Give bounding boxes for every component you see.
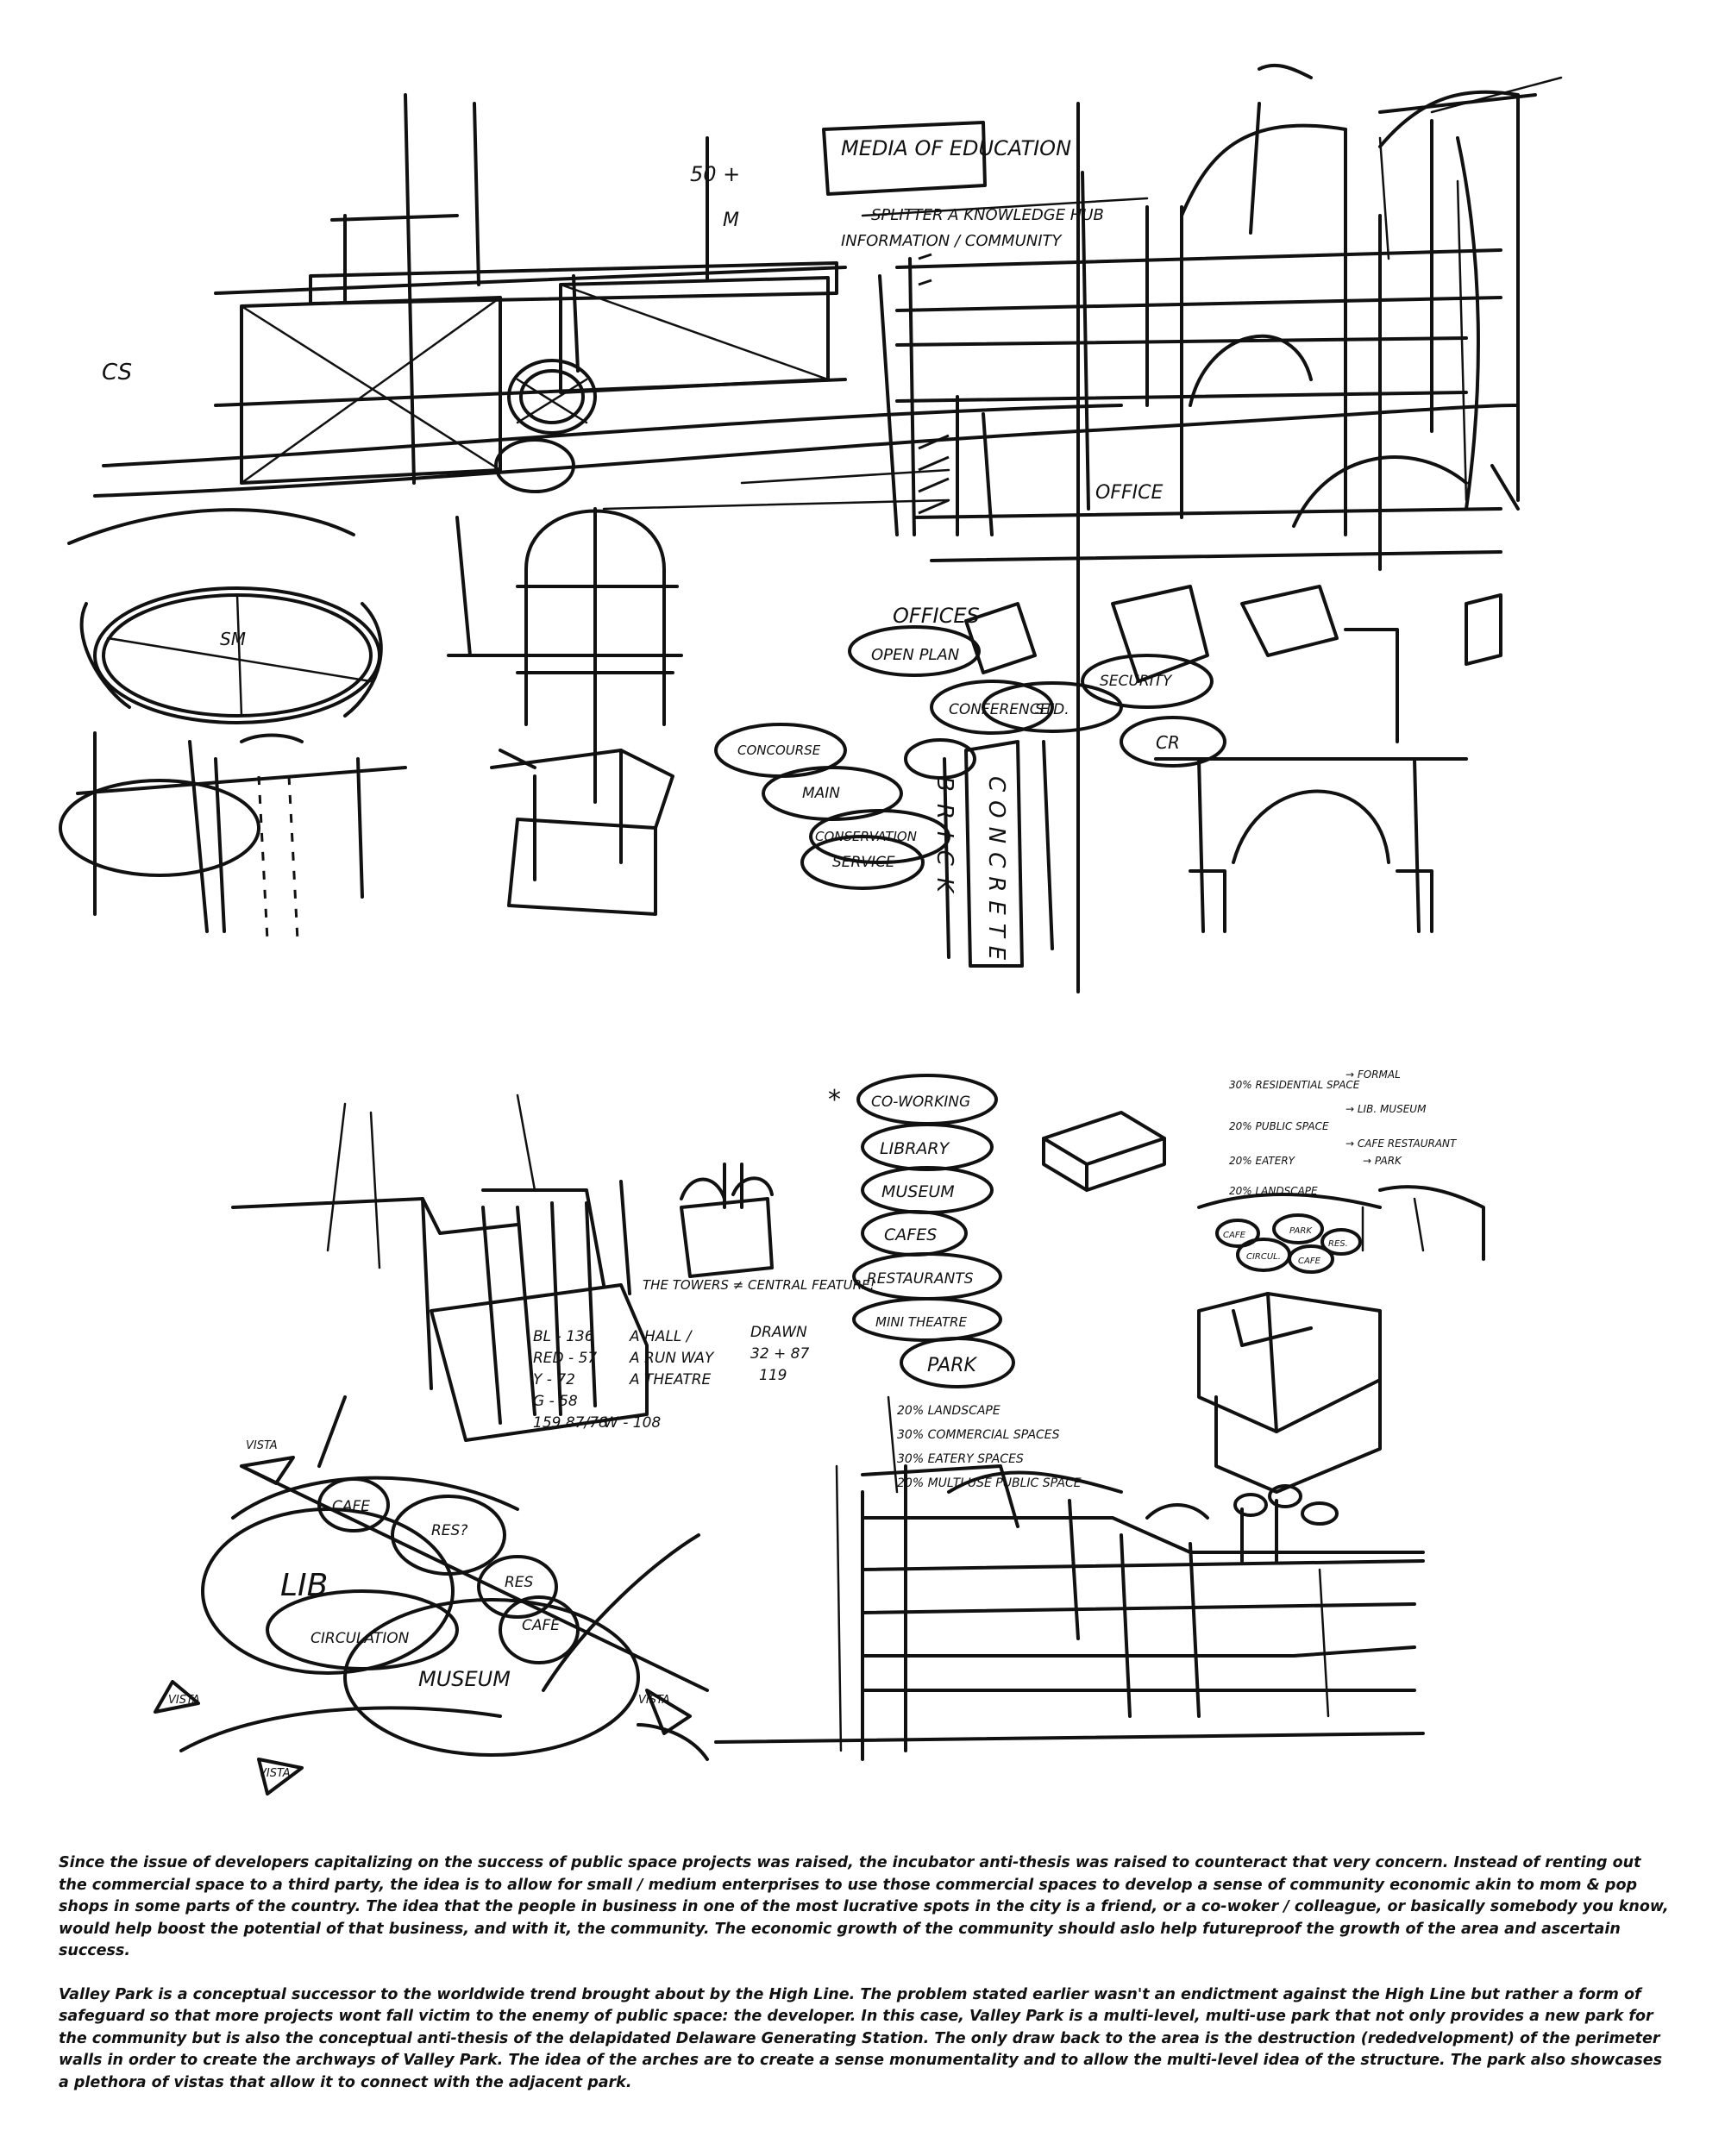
pct-landscape-right: 20% LANDSCAPE (1229, 1185, 1318, 1197)
bubble-cafe-top: CAFE (332, 1498, 370, 1515)
pct-public: 20% PUBLIC SPACE (1229, 1120, 1329, 1132)
bubble-security: SECURITY (1100, 673, 1173, 690)
small-cafe: CAFE (1223, 1231, 1246, 1240)
label-m: M (723, 210, 739, 231)
label-community: INFORMATION / COMMUNITY (841, 232, 1063, 250)
bubble-open-plan: OPEN PLAN (871, 646, 959, 664)
small-park: PARK (1289, 1226, 1313, 1236)
label-drawn-val: 32 + 87 (750, 1345, 809, 1363)
label-splitter: SPLITTER A KNOWLEDGE HUB (871, 206, 1104, 224)
small-res: RES. (1328, 1239, 1348, 1249)
pct-residential: 30% RESIDENTIAL SPACE (1229, 1079, 1360, 1091)
small-circul: CIRCUL. (1246, 1252, 1281, 1262)
bubble-circulation: CIRCULATION (310, 1630, 410, 1647)
pct-commercial: 30% COMMERCIAL SPACES (897, 1428, 1060, 1442)
arrow-park: → PARK (1363, 1155, 1402, 1167)
label-w: W - 108 (604, 1414, 661, 1432)
label-drawn-val2: 119 (759, 1367, 787, 1384)
program-cafes: CAFES (884, 1225, 937, 1244)
bubble-museum: MUSEUM (418, 1667, 511, 1691)
pct-eatery-right: 20% EATERY (1229, 1155, 1296, 1167)
arrow-lib-museum: → LIB. MUSEUM (1346, 1103, 1427, 1115)
vista-left: VISTA (168, 1694, 200, 1707)
bubble-cr: CR (1156, 732, 1180, 753)
program-library: LIBRARY (880, 1139, 950, 1158)
bubble-cafe-right: CAFE (522, 1617, 560, 1634)
note-towers: THE TOWERS ≠ CENTRAL FEATURE! (643, 1277, 875, 1293)
bubble-std: STD. (1035, 701, 1070, 718)
vista-right: VISTA (638, 1694, 670, 1707)
program-park: PARK (927, 1355, 978, 1376)
vista-bottom: VISTA (259, 1767, 291, 1780)
pct-multi-use: 20% MULTI USE PUBLIC SPACE (897, 1476, 1082, 1490)
list-star: * (828, 1085, 841, 1115)
bubble-service: SERVICE (832, 854, 895, 871)
label-office: OFFICE (1095, 482, 1163, 504)
program-mini-theatre: MINI THEATRE (875, 1314, 967, 1330)
color-red: RED - 57 (533, 1350, 597, 1367)
label-concrete: CONCRETE (983, 776, 1009, 968)
bubble-conservation: CONSERVATION (815, 829, 917, 844)
bubble-lib: LIB (280, 1568, 328, 1603)
bubble-res-right: RES (505, 1574, 534, 1591)
label-brick: BRICK (932, 776, 957, 905)
program-runway: A RUN WAY (629, 1350, 715, 1367)
program-coworking: CO-WORKING (871, 1094, 970, 1111)
bubble-conference: CONFERENCE (949, 701, 1050, 718)
label-media: MEDIA OF EDUCATION (841, 136, 1071, 160)
color-g: G - 58 (533, 1393, 578, 1410)
caption-block: Since the issue of developers capitalizi… (59, 1852, 1672, 2115)
vista-top: VISTA (246, 1439, 278, 1452)
top-sketch: MEDIA OF EDUCATION SPLITTER A KNOWLEDGE … (59, 63, 1563, 993)
program-hall: A HALL / (629, 1328, 693, 1345)
bubble-main: MAIN (802, 785, 840, 802)
label-cs: CS (102, 360, 132, 385)
bubble-res-top: RES? (431, 1522, 467, 1539)
pct-landscape: 20% LANDSCAPE (897, 1404, 1000, 1418)
arrow-formal: → FORMAL (1346, 1069, 1401, 1081)
bottom-sketch: THE TOWERS ≠ CENTRAL FEATURE! BL - 136 R… (154, 1069, 1485, 1796)
small-cafe-2: CAFE (1298, 1257, 1321, 1266)
color-total: 159 87/78 (533, 1414, 608, 1432)
bubble-offices: OFFICES (893, 604, 980, 628)
color-y: Y - 72 (533, 1371, 575, 1388)
program-restaurants: RESTAURANTS (867, 1270, 974, 1288)
program-museum: MUSEUM (881, 1182, 955, 1201)
caption-paragraph-2: Valley Park is a conceptual successor to… (59, 1985, 1663, 2091)
label-drawn: DRAWN (750, 1324, 807, 1341)
label-count: 50 + (690, 162, 740, 186)
bubble-concourse: CONCOURSE (737, 743, 821, 758)
color-bl: BL - 136 (533, 1328, 594, 1345)
caption-paragraph-1: Since the issue of developers capitalizi… (59, 1854, 1669, 1959)
pct-eatery: 30% EATERY SPACES (897, 1452, 1024, 1466)
label-sm: SM (220, 629, 246, 649)
program-theatre: A THEATRE (629, 1371, 712, 1388)
arrow-cafe-restaurant: → CAFE RESTAURANT (1346, 1138, 1458, 1150)
